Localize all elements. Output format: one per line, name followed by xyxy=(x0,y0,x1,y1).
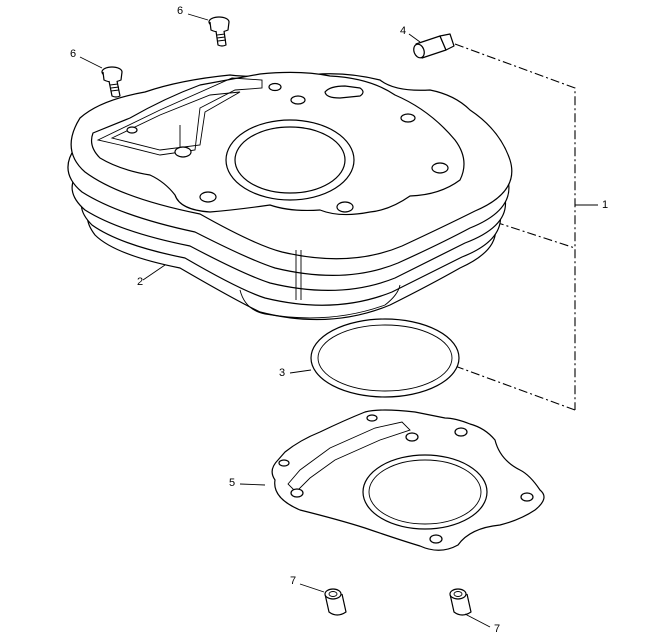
callout-6-upper: 6 xyxy=(177,5,184,17)
dowel-right-icon xyxy=(449,588,491,628)
o-ring-icon xyxy=(289,318,460,398)
callout-1: 1 xyxy=(602,199,609,211)
cylinder-icon xyxy=(67,71,513,321)
assembly-bracket xyxy=(454,43,598,411)
callout-2: 2 xyxy=(137,276,144,288)
callout-5: 5 xyxy=(229,477,236,489)
bolt-left-icon xyxy=(79,56,123,98)
dowel-left-icon xyxy=(299,583,347,616)
callout-7-left: 7 xyxy=(290,575,297,587)
callout-3: 3 xyxy=(279,367,286,379)
callout-6-left: 6 xyxy=(70,48,77,60)
callout-7-right: 7 xyxy=(494,623,501,635)
bolt-upper-icon xyxy=(187,13,230,47)
base-gasket-icon xyxy=(239,409,545,551)
dowel-pin-top-icon xyxy=(408,33,455,59)
callout-4: 4 xyxy=(400,25,407,37)
